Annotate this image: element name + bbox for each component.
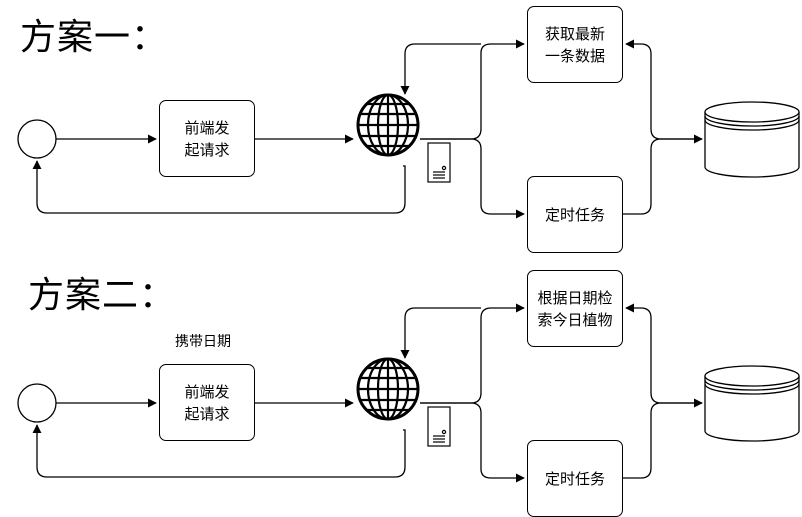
globe-icon: [356, 93, 420, 157]
scheme-2-top-task-label: 根据日期检 索今日植物: [537, 288, 613, 329]
scheme-2-edge-task-to-db: [623, 398, 703, 479]
scheme-1-edge-response-to-start: [32, 160, 406, 214]
scheme-1-edge-db-to-top-task: [625, 39, 702, 140]
scheme-1-title: 方案一：: [20, 17, 169, 58]
scheme-2-flow: [17, 303, 703, 483]
scheme-1-request-box: 前端发 起请求: [159, 100, 255, 177]
scheme-2-start-event: [17, 383, 57, 423]
server-icon: [427, 406, 451, 447]
scheme-1-request-label: 前端发 起请求: [184, 118, 230, 159]
scheme-2-edge-globe-to-bottom-task: [420, 402, 525, 483]
scheme-2-top-task-box: 根据日期检 索今日植物: [527, 270, 623, 347]
scheme-1-bottom-task-box: 定时任务: [527, 176, 623, 253]
scheme-2-edge-return-to-globe: [400, 307, 481, 359]
scheme-1-edge-task-to-db: [623, 134, 703, 215]
scheme-2-bottom-task-box: 定时任务: [527, 440, 623, 517]
scheme-1-flow: [17, 39, 703, 219]
scheme-1-bottom-task-label: 定时任务: [544, 205, 605, 224]
scheme-2-annotation: 携带日期: [175, 334, 231, 350]
scheme-2-bottom-task-label: 定时任务: [544, 469, 605, 488]
scheme-1-start-event: [17, 119, 57, 159]
scheme-2-title: 方案二：: [28, 275, 177, 316]
scheme-1-top-task-label: 获取最新 一条数据: [544, 24, 605, 65]
scheme-1-top-task-box: 获取最新 一条数据: [527, 6, 623, 83]
scheme-2-edge-globe-to-top-task: [420, 303, 525, 404]
server-icon: [427, 142, 451, 183]
globe-icon: [356, 357, 420, 421]
database-icon: [704, 365, 800, 442]
database-icon: [704, 101, 800, 178]
scheme-2-edge-db-to-top-task: [625, 303, 702, 404]
scheme-1-edge-globe-to-bottom-task: [420, 138, 525, 219]
scheme-2-request-box: 前端发 起请求: [159, 364, 255, 441]
scheme-1-edge-globe-to-top-task: [420, 39, 525, 140]
scheme-2-edge-response-to-start: [32, 424, 406, 478]
scheme-1-edge-return-to-globe: [400, 43, 481, 95]
scheme-2-request-label: 前端发 起请求: [184, 382, 230, 423]
